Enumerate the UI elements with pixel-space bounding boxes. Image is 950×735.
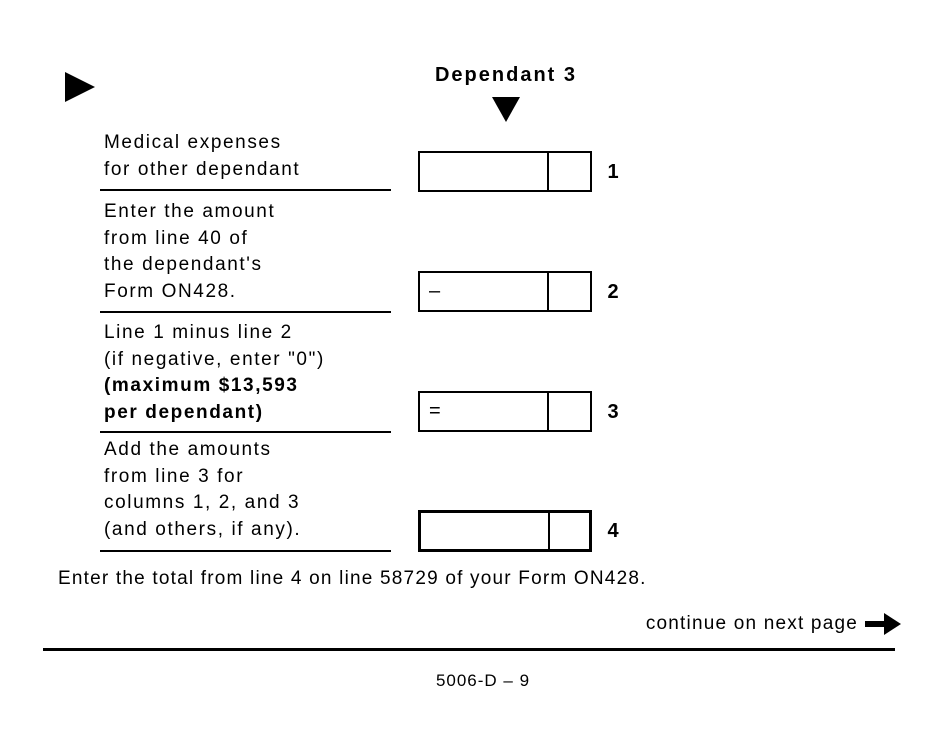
row-label-line4: Add the amounts from line 3 for columns … <box>104 437 404 543</box>
cents-divider <box>548 513 550 549</box>
label-text: from line 40 of <box>104 227 249 249</box>
separator-line <box>100 310 391 313</box>
line-number-1: 1 <box>607 161 619 183</box>
label-text: Line 1 minus line 2 <box>104 322 293 343</box>
cents-divider <box>547 153 549 190</box>
label-text-bold: (maximum $13,593 <box>104 375 299 396</box>
label-text: Add the amounts <box>104 439 272 460</box>
cents-divider <box>547 273 549 310</box>
line-number-2: 2 <box>607 281 619 303</box>
column-marker-down-icon <box>492 97 520 122</box>
equals-sign: = <box>429 399 441 422</box>
next-page-arrow-icon <box>865 613 901 635</box>
amount-field-line3[interactable]: = <box>418 391 592 432</box>
label-text: Medical expenses <box>104 132 282 153</box>
continue-next-page: continue on next page <box>646 612 902 636</box>
label-text: (if negative, enter "0") <box>104 348 325 370</box>
label-text: the dependant's <box>104 254 263 275</box>
section-pointer-right-icon <box>65 72 95 102</box>
label-text: Form ON428. <box>104 280 237 302</box>
separator-line <box>100 430 391 433</box>
label-text: from line 3 for <box>104 465 245 487</box>
label-text: Enter the amount <box>104 201 276 222</box>
row-label-line3: Line 1 minus line 2 (if negative, enter … <box>104 320 404 426</box>
label-text-bold: per dependant) <box>104 401 264 423</box>
amount-field-line1[interactable] <box>418 151 592 192</box>
line-number-4: 4 <box>607 520 619 542</box>
label-text: (and others, if any). <box>104 518 302 540</box>
amount-field-line4[interactable] <box>418 510 592 552</box>
amount-field-line2[interactable]: – <box>418 271 592 312</box>
row-label-line2: Enter the amount from line 40 of the dep… <box>104 199 404 305</box>
column-header-title: Dependant 3 <box>434 64 578 86</box>
label-text: columns 1, 2, and 3 <box>104 492 301 513</box>
line-number-3: 3 <box>607 401 619 423</box>
continue-label: continue on next page <box>645 613 858 634</box>
total-instruction: Enter the total from line 4 on line 5872… <box>58 568 647 589</box>
cents-divider <box>547 393 549 430</box>
page-number: 5006-D – 9 <box>435 671 531 690</box>
minus-sign: – <box>429 279 441 302</box>
footer-rule <box>43 648 895 651</box>
row-label-line1: Medical expenses for other dependant <box>104 130 404 183</box>
separator-line <box>100 549 391 552</box>
label-text: for other dependant <box>104 158 301 180</box>
separator-line <box>100 189 391 191</box>
